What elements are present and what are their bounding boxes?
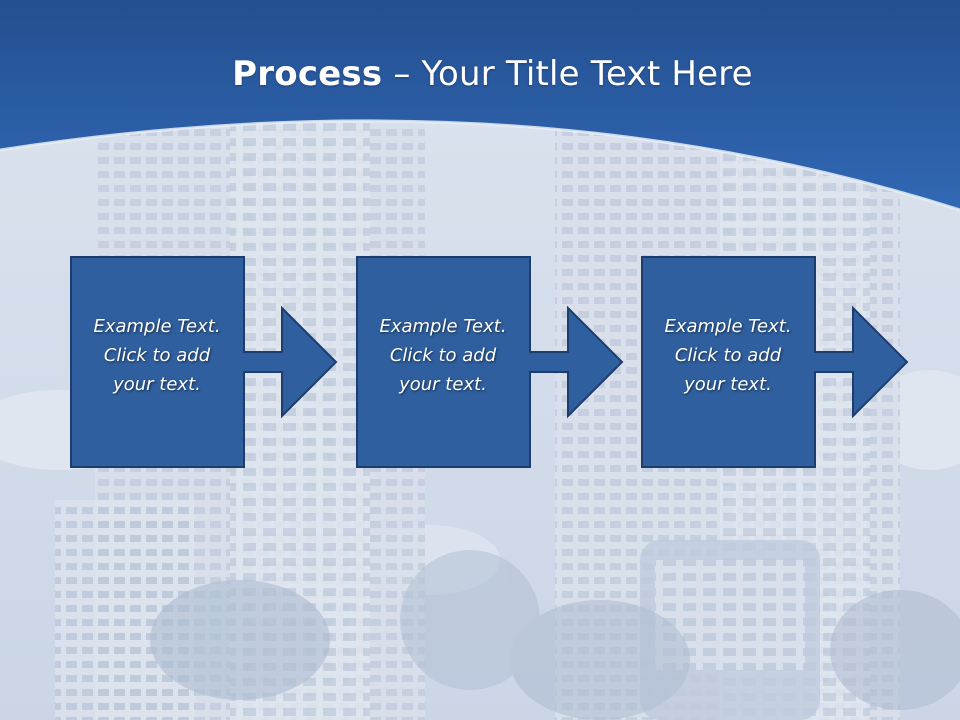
- step-arrow-shape: [356, 256, 624, 468]
- title-separator: –: [382, 54, 422, 94]
- title-bold: Process: [232, 54, 383, 94]
- header-band: [0, 0, 960, 210]
- step-arrow-shape: [70, 256, 338, 468]
- slide-title[interactable]: Process – Your Title Text Here: [0, 50, 960, 98]
- step-text: Example Text. Click to add your text.: [664, 316, 792, 395]
- process-step-3[interactable]: Example Text. Click to add your text.: [641, 256, 913, 468]
- process-step-1[interactable]: Example Text. Click to add your text.: [70, 256, 342, 468]
- step-arrow-shape: [641, 256, 909, 468]
- step-text: Example Text. Click to add your text.: [379, 316, 507, 395]
- step-text: Example Text. Click to add your text.: [93, 316, 221, 395]
- title-rest: Your Title Text Here: [421, 54, 753, 94]
- trees: [150, 550, 960, 720]
- process-step-2[interactable]: Example Text. Click to add your text.: [356, 256, 628, 468]
